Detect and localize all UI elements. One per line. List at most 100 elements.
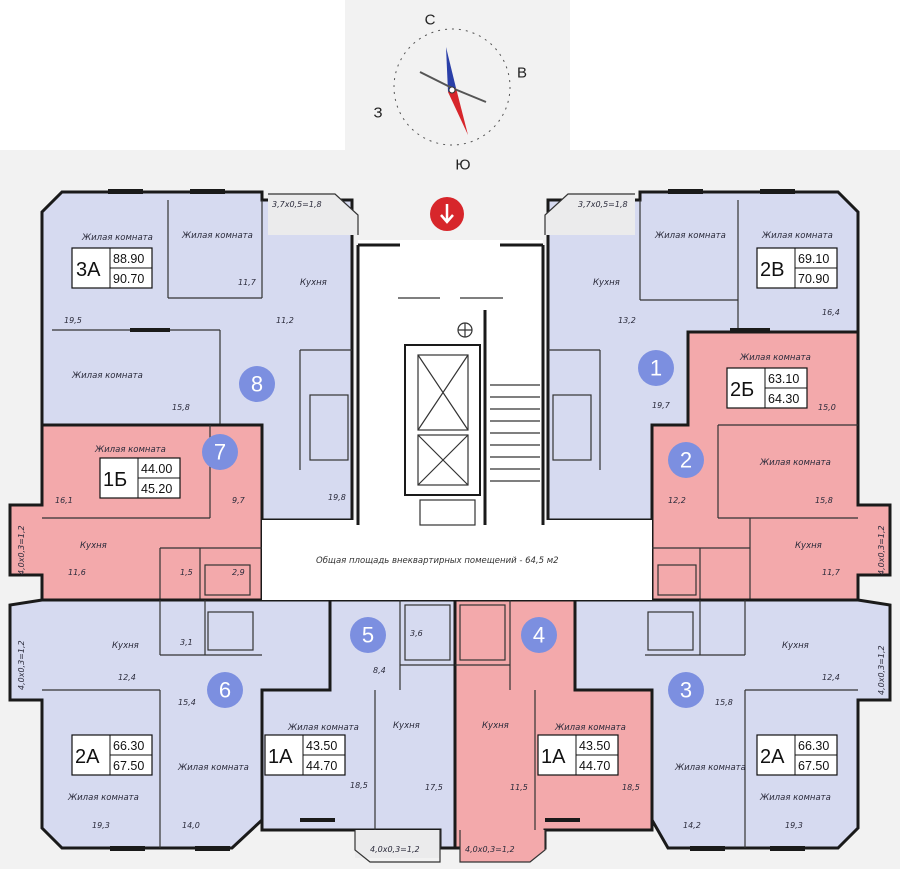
room-area: 11,7 [822,568,841,577]
svg-text:1: 1 [650,356,662,381]
room-area: 19,3 [92,821,110,830]
svg-text:2: 2 [680,448,692,473]
room-area-numbers: 19,5 15,8 11,7 11,2 19,8 16,1 9,7 11,6 1… [55,278,841,830]
unit-info-box-3: 2А 66.30 67.50 [756,734,838,776]
balcony-label: 4,0х0,3=1,2 [17,525,26,575]
compass-west: З [373,105,382,122]
room-area: 19,3 [785,821,803,830]
room-area: 1,5 [180,568,193,577]
svg-text:6: 6 [219,678,231,703]
unit-info-box-5: 1А 43.50 44.70 [264,734,346,776]
room-label: Жилая комната [654,231,726,241]
unit-2[interactable] [650,330,892,602]
unit-marker-3[interactable]: 3 [668,672,704,708]
room-area: 16,1 [55,496,73,505]
compass: С В Ю З [373,12,527,174]
room-area: 17,5 [425,783,443,792]
room-label: Жилая комната [674,763,746,773]
svg-text:7: 7 [214,440,226,465]
room-label: Кухня [782,641,809,651]
unit-marker-6[interactable]: 6 [207,672,243,708]
balcony-label: 4,0х0,3=1,2 [877,645,886,695]
unit-area-main: 63.10 [768,372,799,386]
unit-code: 1Б [103,469,127,491]
room-area: 8,4 [373,666,386,675]
unit-info-box-7: 1Б 44.00 45.20 [99,457,181,499]
room-area: 18,5 [622,783,640,792]
window-marks [108,189,805,851]
unit-marker-1[interactable]: 1 [638,350,674,386]
building-core [262,240,652,600]
room-area: 11,2 [276,316,294,325]
unit-marker-5[interactable]: 5 [350,617,386,653]
unit-area-total: 90.70 [113,272,144,286]
unit-info-box-8: 3А 88.90 90.70 [71,247,153,289]
unit-area-total: 70.90 [798,272,829,286]
balcony-label: 4,0х0,3=1,2 [465,845,515,854]
arrow-down-icon [440,204,454,224]
unit-area-main: 88.90 [113,252,144,266]
balcony-label: 4,0х0,3=1,2 [877,525,886,575]
balcony-label: 3,7х0,5=1,8 [272,200,322,209]
total-area-note: Общая площадь внеквартирных помещений - … [316,556,559,566]
room-area: 14,2 [683,821,701,830]
unit-code: 1А [541,746,566,768]
room-label: Жилая комната [287,723,359,733]
room-area: 9,7 [232,496,246,505]
balcony-labels: 3,7х0,5=1,8 3,7х0,5=1,8 4,0х0,3=1,2 4,0х… [17,200,886,854]
compass-backdrop [345,0,570,150]
room-label: Жилая комната [94,445,166,455]
unit-marker-2[interactable]: 2 [668,442,704,478]
unit-area-main: 66.30 [798,739,829,753]
entrance-marker [430,197,464,231]
room-area: 19,5 [64,316,82,325]
room-area: 11,5 [510,783,528,792]
unit-info-box-1: 2В 69.10 70.90 [756,247,838,289]
unit-code: 2А [760,746,785,768]
unit-marker-4[interactable]: 4 [521,617,557,653]
room-area: 14,0 [182,821,200,830]
room-area: 2,9 [232,568,245,577]
unit-code: 1А [268,746,293,768]
room-label: Жилая комната [739,353,811,363]
room-label: Кухня [80,541,107,551]
unit-info-box-6: 2А 66.30 67.50 [71,734,153,776]
unit-marker-8[interactable]: 8 [239,366,275,402]
balcony-label: 4,0х0,3=1,2 [17,640,26,690]
room-area: 15,0 [818,403,836,412]
room-label: Жилая комната [181,231,253,241]
unit-area-main: 44.00 [141,462,172,476]
unit-code: 2А [75,746,100,768]
room-label: Кухня [112,641,139,651]
room-label: Жилая комната [81,233,153,243]
room-label: Кухня [482,721,509,731]
room-area: 12,2 [668,496,686,505]
unit-marker-7[interactable]: 7 [202,434,238,470]
room-label: Жилая комната [554,723,626,733]
room-area: 13,2 [618,316,636,325]
unit-info-box-2: 2Б 63.10 64.30 [726,367,808,409]
room-area: 12,4 [118,673,136,682]
unit-4[interactable] [453,598,654,863]
compass-south: Ю [455,157,470,174]
room-labels: Жилая комната Жилая комната Жилая комнат… [67,231,833,803]
unit-area-main: 43.50 [579,739,610,753]
room-area: 15,8 [172,403,190,412]
unit-area-main: 69.10 [798,252,829,266]
unit-5[interactable] [260,598,457,863]
unit-info-box-4: 1А 43.50 44.70 [537,734,619,776]
unit-7[interactable] [8,423,264,602]
room-label: Кухня [795,541,822,551]
room-area: 15,4 [178,698,196,707]
room-label: Жилая комната [761,231,833,241]
unit-3[interactable] [573,598,892,850]
room-label: Кухня [393,721,420,731]
room-label: Кухня [300,278,327,288]
room-area: 18,5 [350,781,368,790]
unit-area-main: 66.30 [113,739,144,753]
svg-text:4: 4 [533,623,545,648]
unit-area-total: 64.30 [768,392,799,406]
unit-area-total: 45.20 [141,482,172,496]
svg-text:5: 5 [362,623,374,648]
room-label: Жилая комната [759,458,831,468]
